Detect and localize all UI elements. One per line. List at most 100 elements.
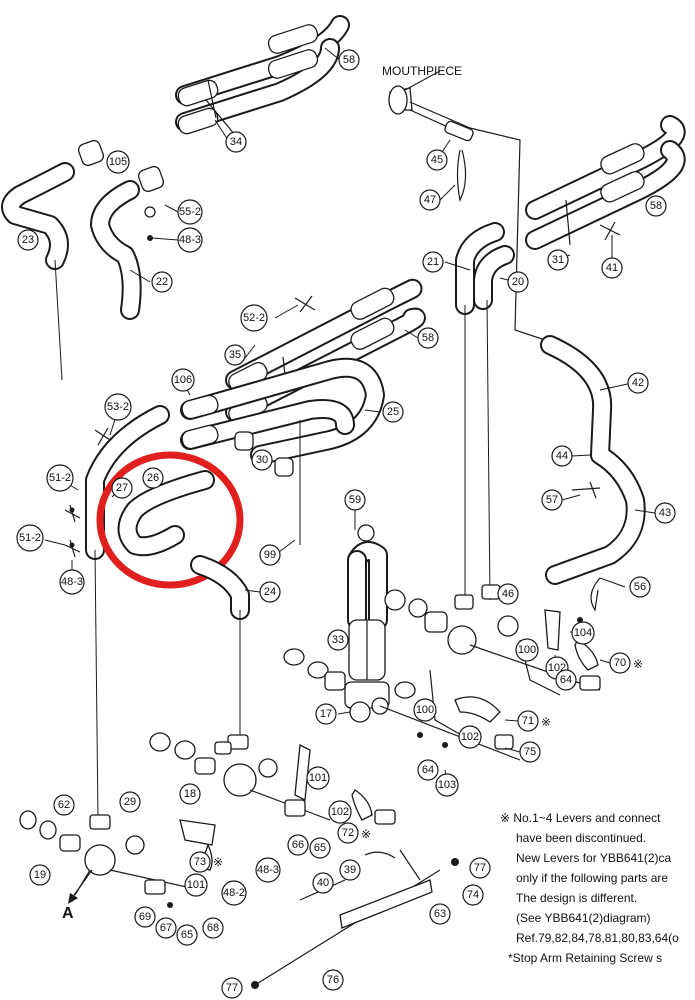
callout-40: 40 bbox=[312, 872, 334, 894]
svg-text:26: 26 bbox=[147, 472, 159, 484]
svg-text:70: 70 bbox=[614, 657, 626, 669]
stop-arm-rods bbox=[251, 849, 459, 989]
svg-text:51-2: 51-2 bbox=[49, 472, 71, 484]
callout-46: 46 bbox=[497, 583, 519, 605]
svg-text:40: 40 bbox=[317, 877, 329, 889]
callout-65-upper: 65 bbox=[309, 837, 331, 859]
svg-text:102: 102 bbox=[461, 731, 479, 743]
callout-55-2: 55-2 bbox=[177, 199, 203, 225]
right-levers bbox=[519, 609, 601, 696]
callout-100-right: 100 bbox=[515, 638, 539, 662]
svg-text:101: 101 bbox=[309, 772, 327, 784]
svg-text:59: 59 bbox=[349, 494, 361, 506]
callout-75: 75 bbox=[519, 741, 541, 763]
svg-text:27: 27 bbox=[116, 482, 128, 494]
callout-70: 70 bbox=[609, 652, 631, 674]
svg-text:64: 64 bbox=[560, 674, 572, 686]
svg-text:22: 22 bbox=[156, 276, 168, 288]
callout-101-lower: 101 bbox=[184, 873, 208, 897]
callout-51-2-upper: 51-2 bbox=[46, 464, 74, 492]
callout-76: 76 bbox=[322, 969, 344, 991]
svg-text:44: 44 bbox=[556, 450, 568, 462]
svg-text:42: 42 bbox=[632, 377, 644, 389]
svg-text:24: 24 bbox=[264, 586, 276, 598]
svg-text:72: 72 bbox=[342, 827, 354, 839]
note-line-7: Ref.79,82,84,78,81,80,83,64(o bbox=[516, 931, 679, 945]
callout-66: 66 bbox=[287, 834, 309, 856]
callout-53-2: 53-2 bbox=[104, 393, 132, 421]
callout-69: 69 bbox=[134, 906, 156, 928]
svg-text:48-2: 48-2 bbox=[223, 887, 245, 899]
svg-text:53-2: 53-2 bbox=[107, 401, 129, 413]
callout-71: 71 bbox=[517, 710, 539, 732]
callout-19: 19 bbox=[29, 864, 51, 886]
svg-text:77: 77 bbox=[226, 982, 238, 994]
mid-levers bbox=[417, 669, 514, 750]
note-line-3: New Levers for YBB641(2)ca bbox=[516, 851, 672, 865]
svg-text:17: 17 bbox=[320, 708, 332, 720]
callout-57: 57 bbox=[541, 489, 563, 511]
callout-102-lower: 102 bbox=[328, 800, 352, 824]
callout-58-middle: 58 bbox=[417, 327, 439, 349]
callout-104: 104 bbox=[571, 621, 595, 645]
svg-text:104: 104 bbox=[574, 627, 592, 639]
note-line-6: (See YBB641(2)diagram) bbox=[516, 911, 651, 925]
svg-text:76: 76 bbox=[327, 974, 339, 986]
rotor-valves-center bbox=[283, 584, 601, 761]
callout-56: 56 bbox=[629, 576, 651, 598]
callout-17: 17 bbox=[315, 703, 337, 725]
callout-63: 63 bbox=[429, 903, 451, 925]
callout-48-3-lower: 48-3 bbox=[255, 857, 281, 883]
upper-right-slide-assembly bbox=[525, 115, 686, 250]
callout-44: 44 bbox=[551, 445, 573, 467]
svg-text:103: 103 bbox=[438, 779, 456, 791]
valve-assembly-59-33 bbox=[344, 524, 390, 709]
callout-25: 25 bbox=[382, 401, 404, 423]
svg-text:18: 18 bbox=[184, 788, 196, 800]
svg-text:74: 74 bbox=[467, 889, 479, 901]
svg-text:105: 105 bbox=[109, 156, 127, 168]
callout-48-2: 48-2 bbox=[221, 880, 247, 906]
callout-22: 22 bbox=[151, 271, 173, 293]
svg-text:30: 30 bbox=[256, 454, 268, 466]
callout-31: 31 bbox=[547, 249, 569, 271]
svg-text:58: 58 bbox=[343, 54, 355, 66]
callout-18: 18 bbox=[179, 783, 201, 805]
svg-text:19: 19 bbox=[34, 869, 46, 881]
callout-101-upper: 101 bbox=[306, 766, 330, 790]
callout-102-middle: 102 bbox=[458, 725, 482, 749]
callout-39: 39 bbox=[339, 859, 361, 881]
callout-34: 34 bbox=[225, 131, 247, 153]
svg-text:25: 25 bbox=[387, 406, 399, 418]
rotor-valves-lower bbox=[19, 732, 331, 896]
tube-26 bbox=[117, 470, 215, 557]
discontinued-notice: ※ No.1~4 Levers and connect have been di… bbox=[500, 808, 695, 968]
callout-68: 68 bbox=[202, 917, 224, 939]
callout-35: 35 bbox=[224, 344, 246, 366]
callout-45: 45 bbox=[426, 149, 448, 171]
svg-text:31: 31 bbox=[552, 254, 564, 266]
callout-58-top: 58 bbox=[338, 49, 360, 71]
svg-text:46: 46 bbox=[502, 588, 514, 600]
mouthpiece-assembly bbox=[388, 85, 561, 346]
callout-65-lower: 65 bbox=[176, 924, 198, 946]
callout-73: 73 bbox=[189, 851, 211, 873]
svg-text:66: 66 bbox=[292, 839, 304, 851]
screws-51-2 bbox=[64, 504, 81, 558]
mouthpiece-label: MOUTHPIECE bbox=[382, 64, 462, 78]
tube-25-and-106 bbox=[180, 357, 385, 545]
svg-text:21: 21 bbox=[427, 256, 439, 268]
svg-text:33: 33 bbox=[332, 634, 344, 646]
note-line-2: have been discontinued. bbox=[516, 831, 647, 845]
callout-24: 24 bbox=[259, 581, 281, 603]
svg-text:106: 106 bbox=[174, 374, 192, 386]
callout-43: 43 bbox=[654, 502, 676, 524]
svg-text:47: 47 bbox=[424, 194, 436, 206]
svg-text:68: 68 bbox=[207, 922, 219, 934]
svg-text:41: 41 bbox=[606, 262, 618, 274]
callout-51-2-lower: 51-2 bbox=[16, 524, 44, 552]
svg-text:71: 71 bbox=[522, 715, 534, 727]
svg-text:65: 65 bbox=[314, 842, 326, 854]
callout-72: 72 bbox=[337, 822, 359, 844]
svg-text:101: 101 bbox=[187, 879, 205, 891]
